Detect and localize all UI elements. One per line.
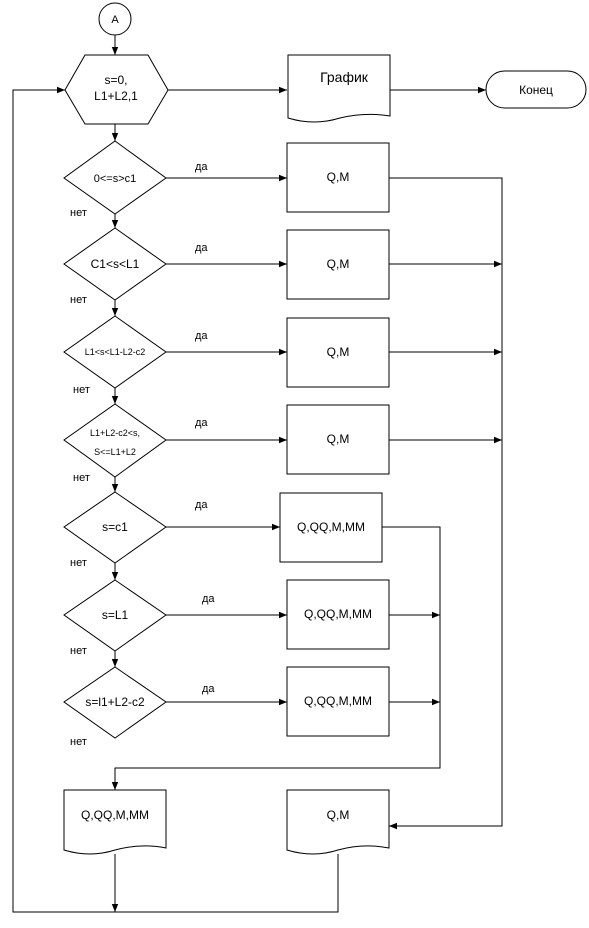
no-label-4: нет [73, 472, 90, 484]
yes-label-7: да [202, 683, 215, 695]
condition-2-text: C1<s<L1 [91, 257, 140, 271]
output-qm-text: Q,M [327, 808, 350, 822]
condition-6-text: s=L1 [102, 608, 129, 622]
condition-4-text-1: L1+L2-c2<s, [90, 428, 140, 438]
condition-1-text: 0<=s>c1 [94, 173, 137, 185]
no-label-2: нет [70, 294, 87, 306]
condition-1: 0<=s>c1 [63, 140, 167, 215]
process-1: Q,M [286, 142, 390, 213]
graph-label: График [320, 69, 369, 85]
process-3-text: Q,M [327, 345, 350, 359]
output-qqmm-text: Q,QQ,M,MM [81, 808, 149, 822]
condition-5: s=c1 [63, 491, 167, 564]
process-6: Q,QQ,M,MM [286, 579, 390, 650]
process-7-text: Q,QQ,M,MM [304, 694, 372, 708]
process-2-text: Q,M [327, 257, 350, 271]
condition-4: L1+L2-c2<s, S<=L1+L2 [63, 403, 167, 478]
output-qqmm: Q,QQ,M,MM [63, 789, 167, 855]
condition-3: L1<s<L1-L2-c2 [63, 315, 167, 389]
process-3: Q,M [286, 317, 390, 388]
process-5-text: Q,QQ,M,MM [297, 520, 365, 534]
no-label-1: нет [70, 207, 87, 219]
process-5: Q,QQ,M,MM [279, 492, 383, 563]
yes-label-3: да [195, 330, 208, 342]
graph-output [287, 54, 391, 123]
yes-label-1: да [195, 161, 208, 173]
yes-label-2: да [195, 242, 208, 254]
process-1-text: Q,M [327, 170, 350, 184]
connectors [12, 35, 503, 913]
condition-4-text-2: S<=L1+L2 [94, 447, 136, 457]
yes-label-5: да [195, 499, 208, 511]
no-label-7: нет [70, 736, 87, 748]
process-4-text: Q,M [327, 432, 350, 446]
connector-label: A [111, 14, 119, 26]
init-line-2: L1+L2,1 [94, 89, 138, 103]
init-line-1: s=0, [104, 73, 127, 87]
no-label-5: нет [70, 557, 87, 569]
process-7: Q,QQ,M,MM [286, 666, 390, 737]
output-qm: Q,M [286, 789, 390, 855]
process-4: Q,M [286, 404, 390, 475]
yes-label-6: да [202, 593, 215, 605]
process-6-text: Q,QQ,M,MM [304, 607, 372, 621]
end-label: Конец [519, 83, 553, 97]
condition-7-text: s=l1+L2-c2 [85, 695, 145, 709]
yes-label-4: да [195, 417, 208, 429]
condition-5-text: s=c1 [102, 520, 128, 534]
condition-6: s=L1 [63, 579, 167, 652]
condition-3-text: L1<s<L1-L2-c2 [85, 347, 146, 357]
condition-2: C1<s<L1 [63, 227, 167, 301]
no-label-6: нет [70, 645, 87, 657]
no-label-3: нет [73, 384, 90, 396]
condition-7: s=l1+L2-c2 [63, 666, 167, 739]
process-2: Q,M [286, 229, 390, 300]
